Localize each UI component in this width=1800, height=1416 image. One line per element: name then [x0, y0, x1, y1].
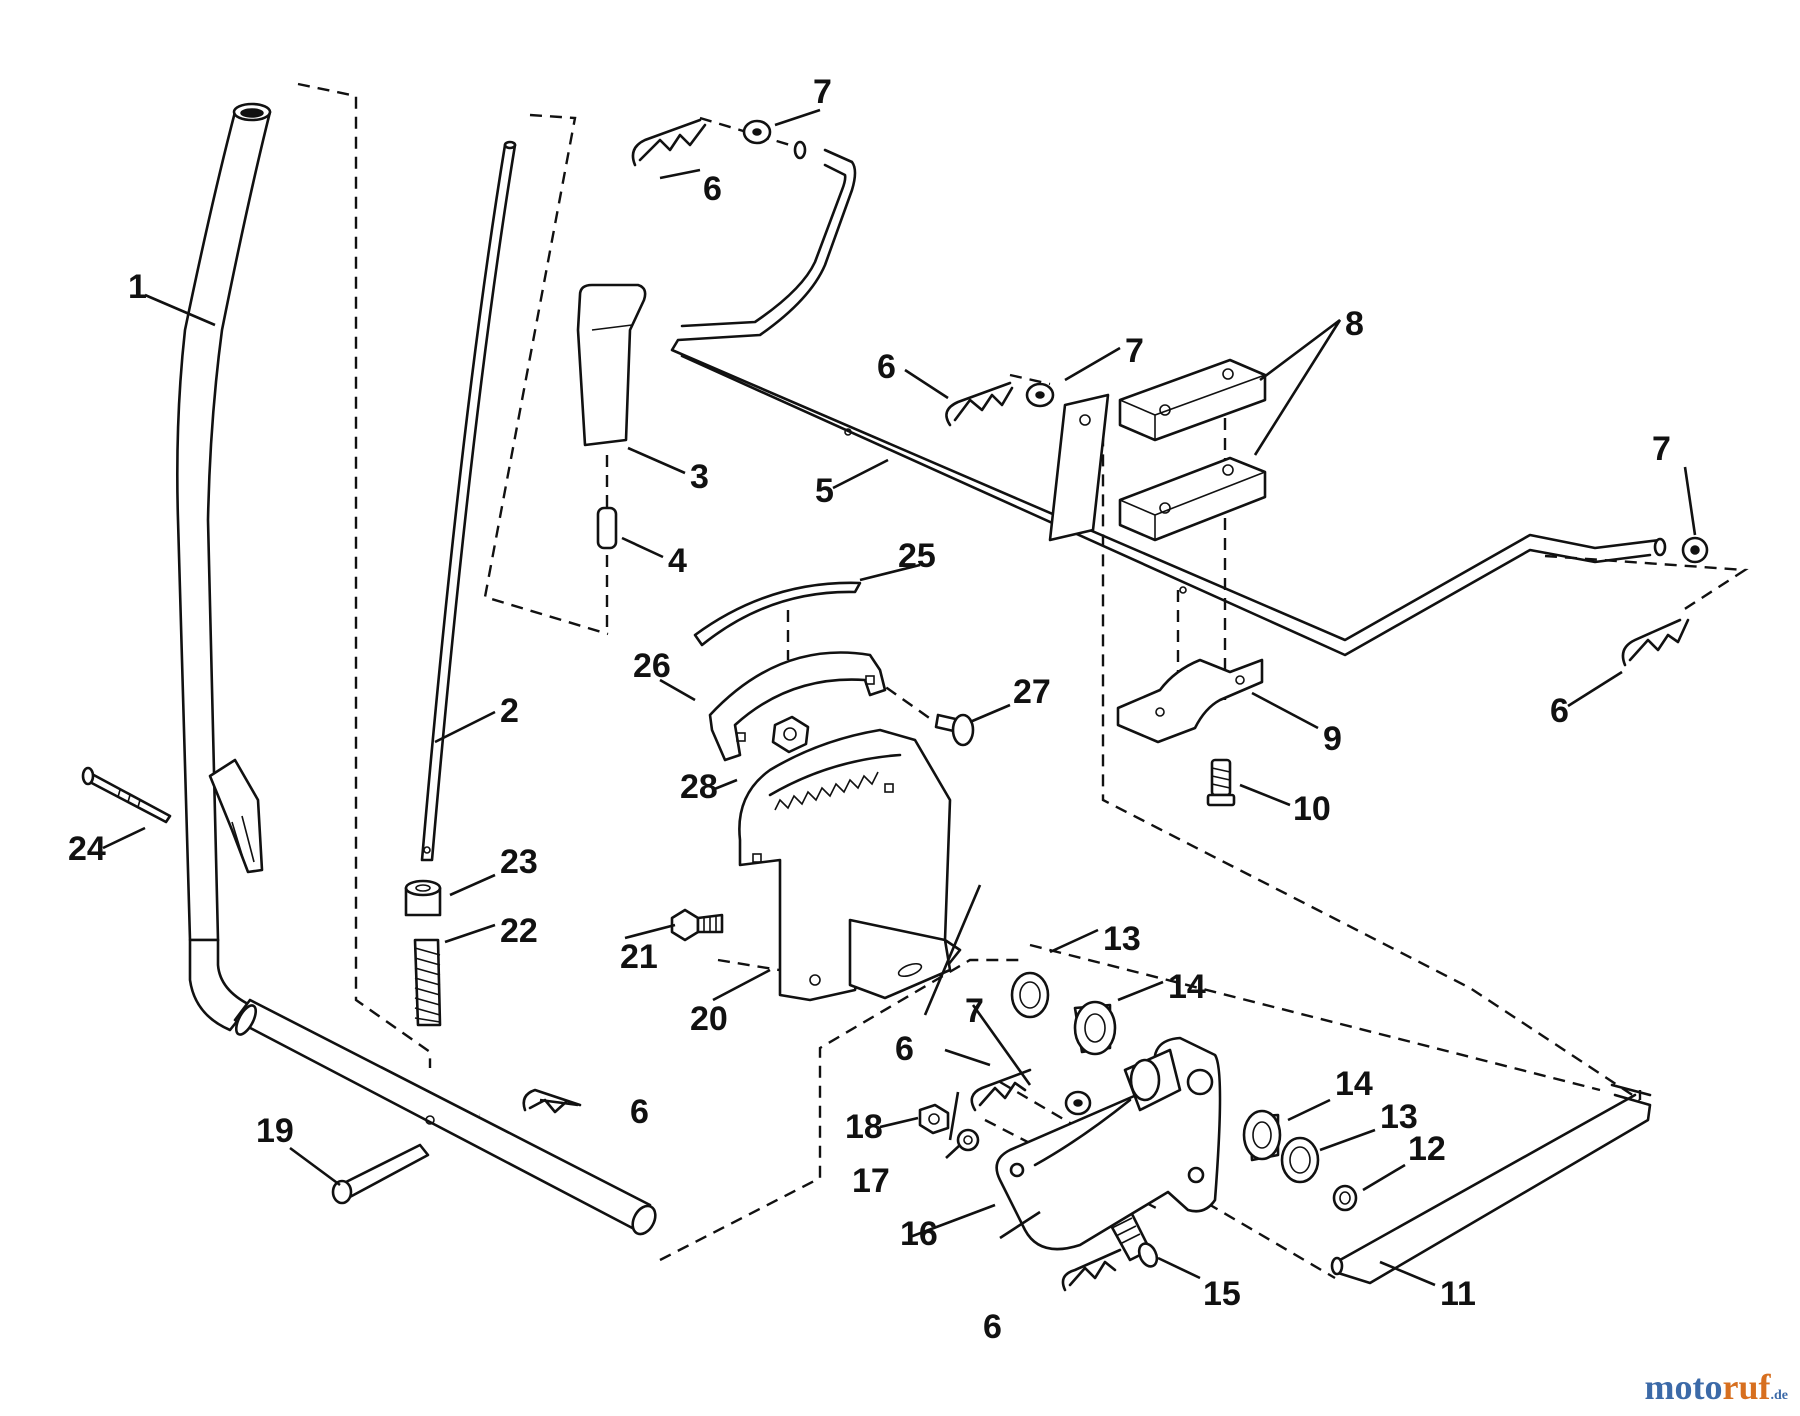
- part-bolt-21: [670, 908, 724, 942]
- part-quadrant-strip: [693, 581, 862, 647]
- callout-labels: 1 2 3 4 5 6 6 6 6 6 6 7 7 7 7 8 9 10 11 …: [68, 73, 1671, 1346]
- callout-17: 17: [852, 1162, 890, 1200]
- callout-1: 1: [128, 268, 147, 306]
- part-quadrant-guide: [708, 651, 887, 762]
- part-bell-crank: [995, 1036, 1222, 1251]
- part-bolt-24: [81, 766, 172, 824]
- callout-6e: 6: [895, 1030, 914, 1068]
- part-strap: [1116, 658, 1264, 744]
- leader-lines: [102, 108, 1697, 1287]
- callout-21: 21: [620, 938, 658, 976]
- callout-7d: 7: [965, 992, 984, 1030]
- callout-24: 24: [68, 830, 106, 868]
- callout-13b: 13: [1380, 1098, 1418, 1136]
- part-spring: [413, 938, 442, 1027]
- part-lock-washer: [956, 1128, 980, 1152]
- part-bolt-10: [1206, 758, 1236, 807]
- callout-5: 5: [815, 472, 834, 510]
- part-washers: [742, 119, 1709, 1116]
- part-e-clip: [1332, 1184, 1358, 1212]
- part-flat-washers: [1010, 971, 1320, 1184]
- callout-14a: 14: [1168, 968, 1206, 1006]
- callout-4: 4: [668, 542, 687, 580]
- part-cross-shaft: [670, 140, 1667, 657]
- part-lever-tube: [176, 102, 657, 1236]
- watermark-tld: .de: [1770, 1388, 1789, 1403]
- part-plates: [1118, 358, 1267, 542]
- part-carriage-bolt: [934, 713, 975, 747]
- callout-14b: 14: [1335, 1065, 1373, 1103]
- part-bushings: [1073, 1000, 1282, 1162]
- callout-15: 15: [1203, 1275, 1241, 1313]
- part-mount-bracket: [738, 728, 962, 1002]
- part-knob: [576, 283, 647, 447]
- callout-18: 18: [845, 1108, 883, 1146]
- callout-16: 16: [900, 1215, 938, 1253]
- part-clevis-pin: [331, 1143, 430, 1205]
- callout-27: 27: [1013, 673, 1051, 711]
- callout-19: 19: [256, 1112, 294, 1150]
- callout-10: 10: [1293, 790, 1331, 828]
- callout-9: 9: [1323, 720, 1342, 758]
- callout-7a: 7: [813, 73, 832, 111]
- callout-11: 11: [1440, 1275, 1476, 1313]
- callout-3: 3: [690, 458, 709, 496]
- callout-25: 25: [898, 537, 936, 575]
- callout-7b: 7: [1125, 332, 1144, 370]
- watermark-part2: ruf: [1722, 1367, 1771, 1407]
- callout-6d: 6: [630, 1093, 649, 1131]
- callout-6b: 6: [877, 348, 896, 386]
- part-collar: [404, 879, 442, 917]
- callout-2: 2: [500, 692, 519, 730]
- callout-6c: 6: [1550, 692, 1569, 730]
- part-rod: [420, 140, 517, 862]
- part-hex-nut-28: [771, 715, 810, 754]
- callout-26: 26: [633, 647, 671, 685]
- callout-12: 12: [1408, 1130, 1446, 1168]
- part-link-rod: [1330, 1083, 1652, 1285]
- callout-20: 20: [690, 1000, 728, 1038]
- watermark-part1: moto: [1644, 1367, 1723, 1407]
- callout-22: 22: [500, 912, 538, 950]
- callout-28: 28: [680, 768, 718, 806]
- callout-6f: 6: [983, 1308, 1002, 1346]
- callout-6a: 6: [703, 170, 722, 208]
- callout-23: 23: [500, 843, 538, 881]
- part-hairpin-clips: [522, 118, 1690, 1292]
- callout-13a: 13: [1103, 920, 1141, 958]
- callout-7c: 7: [1652, 430, 1671, 468]
- part-roll-pin: [596, 506, 618, 550]
- watermark-logo: motoruf.de: [1645, 1366, 1788, 1408]
- callout-8: 8: [1345, 305, 1364, 343]
- part-hex-nut-18: [918, 1103, 950, 1135]
